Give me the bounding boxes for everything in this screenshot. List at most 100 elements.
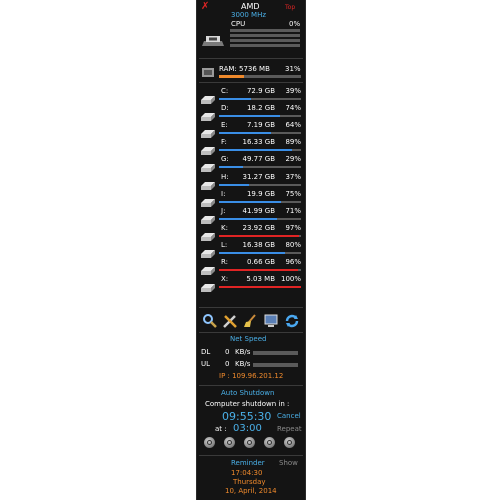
tools-icon[interactable] — [222, 313, 238, 329]
hard-drive-icon — [201, 192, 215, 207]
at-label: at : — [215, 425, 227, 433]
drive-row[interactable]: I: 19.9 GB 75% — [197, 189, 305, 207]
shutdown-option-button-2[interactable] — [224, 437, 235, 448]
drive-percent: 89% — [285, 138, 301, 146]
drive-percent: 74% — [285, 104, 301, 112]
drive-percent: 100% — [280, 275, 301, 283]
reminder-time: 17:04:30 — [231, 469, 263, 477]
drive-percent: 80% — [285, 241, 301, 249]
drive-row[interactable]: G: 49.77 GB 29% — [197, 154, 305, 172]
cpu-label: CPU — [231, 20, 246, 28]
reminder-show-button[interactable]: Show — [279, 459, 298, 467]
cancel-button[interactable]: Cancel — [277, 412, 301, 420]
drive-usage-fill — [219, 235, 299, 237]
divider — [199, 332, 303, 333]
broom-icon[interactable] — [243, 313, 259, 329]
drive-usage-fill — [219, 218, 278, 220]
ul-value: 0 — [225, 360, 230, 368]
drive-row[interactable]: K: 23.92 GB 97% — [197, 223, 305, 241]
repeat-toggle[interactable]: Repeat — [277, 425, 302, 433]
divider — [199, 82, 303, 83]
shutdown-subtitle: Computer shutdown in : — [205, 400, 290, 408]
cpu-name: AMD — [241, 2, 260, 11]
dl-bar — [253, 351, 298, 355]
drive-usage-bar — [219, 166, 301, 168]
drive-usage-fill — [219, 149, 292, 151]
drive-percent: 71% — [285, 207, 301, 215]
cpu-history-bar-4 — [230, 44, 300, 47]
ul-unit: KB/s — [235, 360, 251, 368]
top-toggle[interactable]: Top — [285, 4, 296, 11]
hard-drive-icon — [201, 226, 215, 241]
hard-drive-icon — [201, 89, 215, 104]
drive-percent: 97% — [285, 224, 301, 232]
shutdown-option-button-3[interactable] — [244, 437, 255, 448]
drive-percent: 39% — [285, 87, 301, 95]
usb-drive-icon — [201, 260, 215, 275]
drive-row[interactable]: J: 41.99 GB 71% — [197, 206, 305, 224]
reminder-weekday: Thursday — [233, 478, 266, 486]
hard-drive-icon — [201, 123, 215, 138]
drive-usage-fill — [219, 132, 272, 134]
drive-size: 18.2 GB — [246, 104, 275, 112]
shutdown-time[interactable]: 03:00 — [233, 423, 262, 434]
shutdown-option-button-5[interactable] — [284, 437, 295, 448]
drive-letter: R: — [221, 258, 229, 266]
drive-letter: K: — [221, 224, 228, 232]
computer-icon[interactable] — [263, 313, 279, 329]
drive-size: 41.99 GB — [242, 207, 276, 215]
net-speed-title: Net Speed — [230, 335, 267, 343]
drive-percent: 75% — [285, 190, 301, 198]
drive-size: 7.19 GB — [246, 121, 275, 129]
cpu-frequency: 3000 MHz — [231, 11, 267, 19]
ram-icon — [201, 64, 215, 77]
drive-usage-bar — [219, 149, 301, 151]
hard-drive-icon — [201, 209, 215, 224]
shutdown-option-button-4[interactable] — [264, 437, 275, 448]
cpu-chip-icon — [201, 32, 225, 48]
hard-drive-icon — [201, 140, 215, 155]
refresh-icon[interactable] — [284, 313, 300, 329]
drive-size: 5.03 MB — [246, 275, 275, 283]
drive-letter: G: — [221, 155, 229, 163]
close-icon[interactable]: ✗ — [201, 1, 210, 12]
drive-size: 31.27 GB — [242, 173, 276, 181]
drive-usage-fill — [219, 184, 250, 186]
drive-size: 16.38 GB — [242, 241, 276, 249]
drive-usage-bar — [219, 269, 301, 271]
drive-usage-fill — [219, 252, 285, 254]
drive-percent: 29% — [285, 155, 301, 163]
ram-usage-bar — [219, 75, 301, 78]
drive-percent: 96% — [285, 258, 301, 266]
drive-size: 49.77 GB — [242, 155, 276, 163]
drive-letter: I: — [221, 190, 226, 198]
shutdown-countdown: 09:55:30 — [222, 410, 272, 423]
cpu-history-bar-2 — [230, 34, 300, 37]
drive-letter: D: — [221, 104, 229, 112]
drive-usage-bar — [219, 184, 301, 186]
drive-usage-bar — [219, 235, 301, 237]
drive-usage-fill — [219, 201, 281, 203]
hard-drive-icon — [201, 277, 215, 292]
drive-size: 23.92 GB — [242, 224, 276, 232]
divider — [199, 58, 303, 59]
drive-usage-bar — [219, 252, 301, 254]
drive-letter: J: — [221, 207, 226, 215]
magnifier-icon[interactable] — [202, 313, 218, 329]
hard-drive-icon — [201, 157, 215, 172]
drive-row[interactable]: D: 18.2 GB 74% — [197, 103, 305, 121]
drive-usage-bar — [219, 115, 301, 117]
drive-usage-bar — [219, 201, 301, 203]
hard-drive-icon — [201, 243, 215, 258]
ip-address: IP : 109.96.201.12 — [219, 372, 284, 380]
drive-percent: 64% — [285, 121, 301, 129]
drive-size: 19.9 GB — [246, 190, 275, 198]
shutdown-option-button-1[interactable] — [204, 437, 215, 448]
